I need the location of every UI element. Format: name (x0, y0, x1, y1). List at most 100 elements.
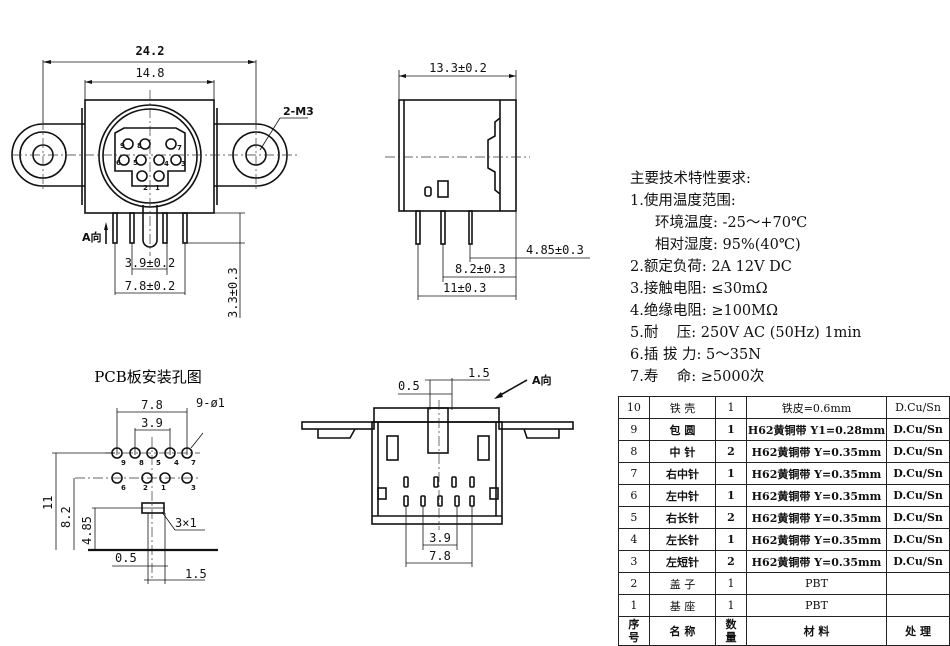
terminal-pin (182, 212, 188, 244)
arrow-icon (399, 74, 406, 78)
bottom-body (371, 421, 503, 525)
hole-callout: 9-ø1 (196, 396, 225, 410)
bom-header-name: 名 称 (648, 616, 717, 646)
bom-cell-material: 铁皮=0.6mm (745, 396, 888, 419)
direction-label: A向 (82, 230, 102, 244)
side-profile (487, 117, 501, 195)
side-view: 13.3±0.2 4.85±0.3 8.2±0.3 11±0.3 (385, 61, 590, 300)
pin-2 (136, 170, 148, 182)
pin-9 (122, 138, 134, 150)
bom-cell-no: 9 (618, 418, 650, 441)
bom-cell-name: 左中针 (648, 484, 717, 507)
terminal-pin (468, 210, 473, 245)
bom-cell-finish: D.Cu/Sn (886, 396, 950, 419)
spec-line: 2.额定负荷: 2A 12V DC (630, 259, 792, 275)
dim-span-outer: 7.8 (429, 549, 451, 563)
pin-slot (469, 495, 475, 507)
pin-slot (451, 476, 457, 488)
pin-7 (165, 138, 177, 150)
arrow-icon (509, 74, 516, 78)
dim-span-inner: 3.9 (429, 531, 451, 545)
side-body (398, 99, 517, 212)
pin-label: 4 (164, 160, 169, 168)
bom-cell-finish: D.Cu/Sn (886, 440, 950, 463)
pin-slot (454, 495, 460, 507)
pin-label: 3 (181, 160, 186, 168)
dim-b: 1.5 (468, 366, 490, 380)
boss (424, 186, 432, 197)
bom-cell-no: 1 (618, 594, 650, 617)
bom-cell-name: 右长针 (648, 506, 717, 529)
socket-keying-face (114, 127, 186, 187)
pin-label: 8 (137, 142, 142, 150)
pin-label: 6 (116, 159, 121, 167)
terminal-pin (162, 212, 168, 244)
dim-row2: 8.2 (59, 506, 73, 528)
spec-line: 1.使用温度范围: (630, 193, 736, 209)
pin-slot (469, 476, 475, 488)
pin-label: 9 (120, 142, 125, 150)
top-cover (373, 407, 500, 423)
dim-depth: 13.3±0.2 (429, 61, 487, 75)
pin-label: 5 (133, 159, 138, 167)
slot-left (386, 435, 399, 461)
pin-1 (153, 170, 165, 182)
dim-overall-width: 24.2 (136, 44, 165, 58)
pin-slot (420, 495, 426, 507)
arrow-icon (248, 60, 256, 64)
bom-cell-finish: D.Cu/Sn (886, 550, 950, 573)
connector-body (84, 99, 215, 214)
bom-cell-name: 左短针 (648, 550, 717, 573)
bom-cell-name: 基 座 (648, 594, 717, 617)
bom-cell-finish: D.Cu/Sn (886, 506, 950, 529)
terminal-pin (129, 212, 135, 244)
bom-cell-no: 8 (618, 440, 650, 463)
bom-cell-material: H62黄铜带 Y=0.35mm (745, 506, 888, 529)
bom-cell-qty: 1 (715, 528, 747, 551)
bom-cell-name: 包 圆 (648, 418, 717, 441)
bom-cell-finish: D.Cu/Sn (886, 484, 950, 507)
bom-cell-qty: 1 (715, 572, 747, 595)
bom-cell-material: H62黄铜带 Y=0.35mm (745, 484, 888, 507)
direction-arrow (496, 379, 528, 398)
bom-cell-qty: 1 (715, 396, 747, 419)
pcb-layout: PCB板安装孔图 7.8 3.9 9 8 5 4 7 6 2 1 3 (41, 368, 225, 584)
bom-cell-name: 右中针 (648, 462, 717, 485)
bom-header-no: 序号 (618, 616, 650, 646)
bom-cell-finish (886, 572, 950, 595)
hole-label: 8 (139, 459, 144, 467)
bom-cell-material: H62黄铜带 Y1=0.28mm (745, 418, 888, 441)
dim-body-width: 14.8 (136, 66, 165, 80)
dim-pin-spacing-outer: 7.8±0.2 (125, 279, 176, 293)
spec-line: 3.接触电阻: ≤30mΩ (630, 281, 768, 297)
pin-slot (437, 495, 443, 507)
bom-cell-finish: D.Cu/Sn (886, 528, 950, 551)
mount-callout: 2-M3 (283, 105, 314, 118)
hole-label: 9 (121, 459, 126, 467)
dim-pin-offset-2: 8.2±0.3 (455, 262, 506, 276)
arrow-icon (85, 80, 92, 84)
dim-inner-span: 3.9 (141, 416, 163, 430)
pin-slot (403, 495, 409, 507)
terminal-pin (415, 210, 421, 245)
pin-label: 2 (143, 184, 148, 192)
dim-pin-length: 3.3±0.3 (226, 267, 240, 318)
latch-right (489, 487, 499, 500)
spec-title: 主要技术特性要求: (630, 171, 751, 187)
bom-header-row: 序号名 称数量材 料处 理 (618, 616, 950, 646)
spec-line: 4.绝缘电阻: ≥100MΩ (630, 303, 779, 319)
bom-cell-no: 6 (618, 484, 650, 507)
center-key (427, 407, 449, 454)
slot-callout: 3×1 (175, 516, 197, 530)
dim-pin-spacing-inner: 3.9±0.2 (125, 256, 176, 270)
dim-a: 0.5 (398, 379, 420, 393)
dim-pin-offset-3: 11±0.3 (443, 281, 486, 295)
dim-outer-span: 7.8 (141, 398, 163, 412)
